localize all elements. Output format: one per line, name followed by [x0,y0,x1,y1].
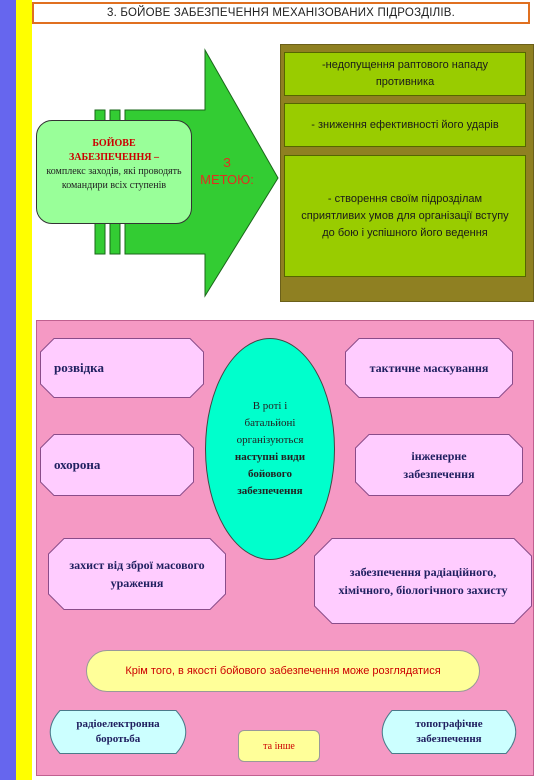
extra-other: та інше [238,730,320,762]
arrow-body [124,48,279,298]
type-recon: розвідка [40,338,204,398]
arrow-label-line1: З [223,155,231,170]
additional-note: Крім того, в якості бойового забезпеченн… [86,650,480,692]
center-oval-text: В роті і батальйоні організуються [236,400,304,446]
type-tactical-camouflage-label: тактичне маскування [369,360,489,375]
arrow-label: З МЕТОЮ: [190,154,264,188]
type-guard-shape [40,434,194,496]
center-oval: В роті і батальйоні організуються наступ… [205,338,335,560]
left-blue-stripe [0,0,16,780]
extra-ew-shape [49,710,187,754]
type-engineering-shape [355,434,523,496]
type-cbrn-protection: забезпечення радіаційного, хімічного, бі… [314,538,532,624]
page-title: 3. БОЙОВЕ ЗАБЕЗПЕЧЕННЯ МЕХАНІЗОВАНИХ ПІД… [107,7,455,19]
type-wmd-protection-shape [48,538,226,610]
type-guard: охорона [40,434,194,496]
extra-ew: радіоелектронна боротьба [40,710,196,754]
type-engineering: інженерне забезпечення [355,434,523,496]
center-oval-bold-text: наступні види бойового забезпечення [234,451,306,497]
type-cbrn-protection-shape [314,538,532,624]
type-guard-label: охорона [54,457,101,472]
goal-item: - створення своїм підрозділам сприятливи… [284,155,526,277]
title-box: 3. БОЙОВЕ ЗАБЕЗПЕЧЕННЯ МЕХАНІЗОВАНИХ ПІД… [32,2,530,24]
type-recon-label: розвідка [54,360,104,375]
definition-body: комплекс заходів, які проводять командир… [46,166,182,191]
extra-topo: топографічне забезпечення [372,710,526,754]
definition-box: БОЙОВЕ ЗАБЕЗПЕЧЕННЯ – комплекс заходів, … [36,120,192,224]
type-engineering-label: інженерне забезпечення [403,449,475,481]
extra-topo-label: топографічне забезпечення [415,718,483,745]
type-recon-shape [40,338,204,398]
goal-item: -недопущення раптового нападу противника [284,52,526,96]
extra-ew-label: радіоелектронна боротьба [76,718,160,745]
definition-heading-line1: БОЙОВЕ [92,138,136,149]
goal-item: - зниження ефективності його ударів [284,103,526,147]
extra-topo-shape [381,710,517,754]
left-yellow-stripe [16,0,32,780]
type-cbrn-protection-label: забезпечення радіаційного, хімічного, бі… [338,565,508,597]
type-tactical-camouflage: тактичне маскування [345,338,513,398]
type-tactical-camouflage-shape [345,338,513,398]
arrow-label-line2: МЕТОЮ: [200,172,254,187]
definition-heading-line2: ЗАБЕЗПЕЧЕННЯ – [69,152,159,163]
type-wmd-protection: захист від зброї масового ураження [48,538,226,610]
type-wmd-protection-label: захист від зброї масового ураження [69,558,205,590]
